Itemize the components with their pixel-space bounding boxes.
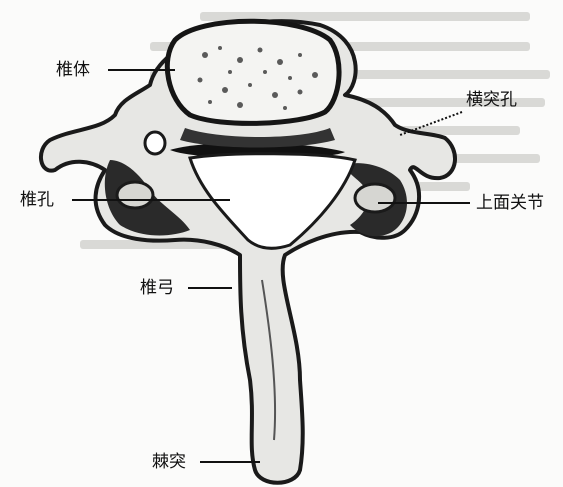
label-spinous-process: 棘突 xyxy=(152,452,186,472)
label-vertebral-arch: 椎弓 xyxy=(140,278,174,298)
articular-facet-left xyxy=(117,182,153,208)
label-vertebral-body: 椎体 xyxy=(56,60,90,80)
articular-facet-right xyxy=(355,184,395,212)
transverse-foramen-left xyxy=(145,132,165,154)
vertebral-body-shape xyxy=(167,21,339,123)
label-superior-articular-surface: 上面关节 xyxy=(476,193,544,213)
label-transverse-foramen: 横突孔 xyxy=(466,90,517,110)
label-vertebral-foramen: 椎孔 xyxy=(20,190,54,210)
leader-transverse-foramen xyxy=(400,112,462,135)
